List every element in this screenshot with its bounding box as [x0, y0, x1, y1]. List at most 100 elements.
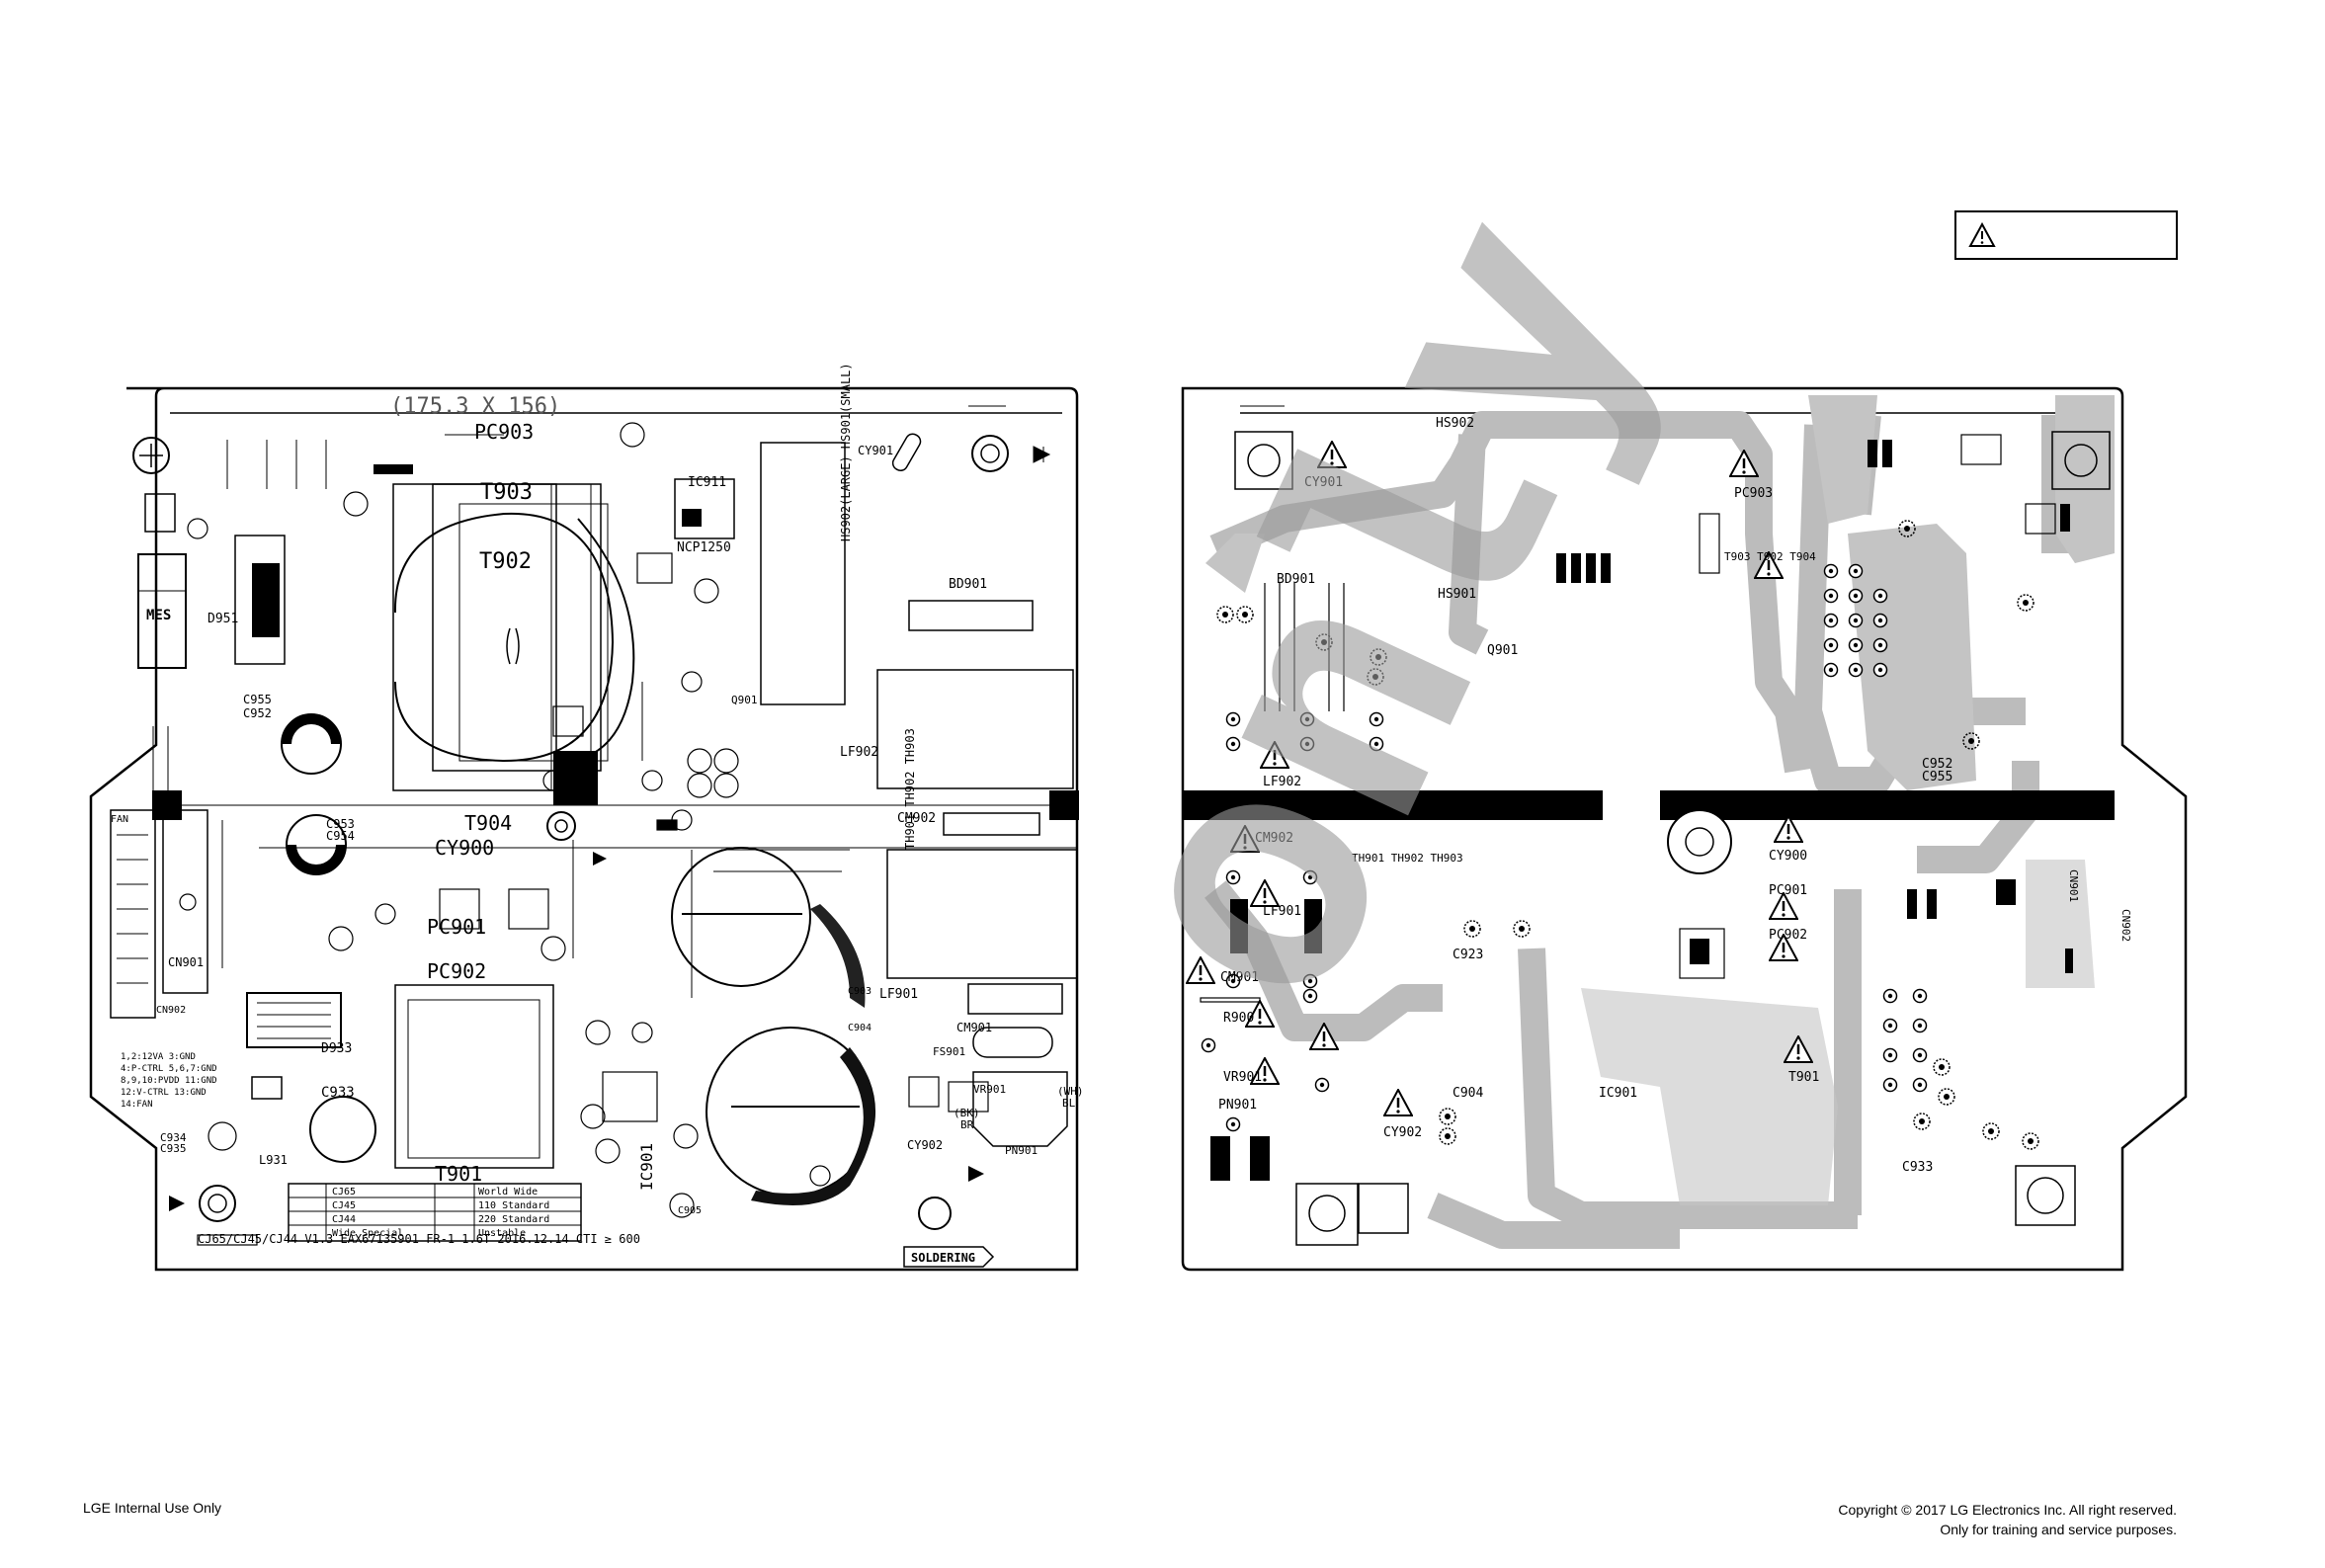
svg-text:PC902: PC902: [1769, 928, 1807, 943]
svg-text:T904: T904: [464, 811, 512, 835]
copper-pours: [1205, 395, 2115, 1205]
svg-text:D951: D951: [208, 612, 238, 626]
svg-text:C955: C955: [243, 693, 272, 706]
svg-text:8,9,10:PVDD 11:GND: 8,9,10:PVDD 11:GND: [121, 1076, 217, 1086]
svg-text:CN902: CN902: [2119, 909, 2132, 942]
model-cj65: CJ65: [332, 1187, 356, 1197]
svg-text:PN901: PN901: [1005, 1144, 1038, 1157]
svg-text:Wide Special: Wide Special: [332, 1228, 403, 1239]
board-footer: CJ65/CJ45/CJ44 V1.3 EAX67135901 FR-1 1.6…: [198, 1232, 640, 1246]
footer-copyright: Copyright © 2017 LG Electronics Inc. All…: [1838, 1500, 2177, 1539]
copyright-line: Copyright © 2017 LG Electronics Inc. All…: [1838, 1502, 2177, 1518]
svg-text:CY901: CY901: [1304, 475, 1343, 490]
svg-text:Q901: Q901: [731, 694, 758, 706]
mounting-pads: [1234, 431, 2111, 1246]
svg-text:CM902: CM902: [1255, 831, 1293, 846]
soldering-label: SOLDERING: [911, 1251, 975, 1265]
svg-text:BD901: BD901: [1277, 572, 1315, 587]
svg-text:CN902: CN902: [156, 1005, 186, 1016]
transformer-t902-t903: T903 T902: [374, 464, 635, 805]
svg-text:T901: T901: [435, 1162, 482, 1186]
svg-text:CY900: CY900: [435, 836, 494, 860]
svg-text:FS901: FS901: [933, 1045, 965, 1058]
svg-text:IC901: IC901: [1599, 1086, 1637, 1101]
svg-text:PC901: PC901: [427, 915, 486, 939]
transformer-t901: [394, 984, 554, 1169]
svg-text:L931: L931: [259, 1153, 288, 1167]
svg-text:CY901: CY901: [858, 444, 893, 457]
warning-box: [1954, 210, 2178, 260]
svg-text:NCP1250: NCP1250: [677, 540, 731, 555]
svg-text:CJ44: CJ44: [332, 1214, 356, 1225]
svg-text:CY900: CY900: [1769, 849, 1807, 864]
svg-text:C935: C935: [160, 1142, 187, 1155]
copper-traces: [1204, 411, 2069, 1249]
svg-text:LF901: LF901: [1263, 904, 1301, 919]
svg-text:IC901: IC901: [637, 1143, 656, 1191]
svg-text:14:FAN: 14:FAN: [121, 1100, 153, 1110]
svg-text:VR901: VR901: [973, 1083, 1006, 1096]
mounting-holes: [132, 435, 1051, 1230]
svg-text:C953: C953: [326, 817, 355, 831]
t902-label: T902: [479, 549, 532, 574]
svg-text:T903 T902 T904: T903 T902 T904: [1724, 550, 1816, 563]
svg-text:HS902: HS902: [1436, 416, 1474, 431]
svg-text:C954: C954: [326, 829, 355, 843]
line-filters: [760, 433, 1078, 1147]
svg-text:LF902: LF902: [840, 745, 878, 760]
heatsink-d933: [246, 992, 342, 1100]
svg-text:C903: C903: [848, 986, 872, 997]
footer-internal-use: LGE Internal Use Only: [83, 1500, 222, 1516]
svg-text:C934: C934: [160, 1131, 187, 1144]
svg-text:PC903: PC903: [474, 420, 534, 444]
svg-text:C923: C923: [1453, 948, 1483, 962]
svg-text:PC903: PC903: [1734, 486, 1773, 501]
svg-text:HS901: HS901: [1438, 587, 1476, 602]
svg-text:220 Standard: 220 Standard: [478, 1214, 549, 1225]
svg-text:FAN: FAN: [111, 814, 128, 825]
svg-text:LF901: LF901: [879, 987, 918, 1002]
svg-text:C952: C952: [243, 706, 272, 720]
svg-text:C952: C952: [1922, 757, 1952, 772]
warning-triangle-icon: [1968, 222, 1996, 247]
svg-text:CY902: CY902: [1383, 1125, 1422, 1140]
svg-text:(WH): (WH): [1057, 1085, 1084, 1098]
svg-text:12:V-CTRL 13:GND: 12:V-CTRL 13:GND: [121, 1088, 207, 1098]
svg-text:VR901: VR901: [1223, 1070, 1262, 1085]
svg-text:R900: R900: [1223, 1011, 1254, 1026]
svg-text:C955: C955: [1922, 770, 1952, 784]
svg-text:(BK): (BK): [954, 1107, 980, 1119]
svg-text:C933: C933: [1902, 1160, 1933, 1175]
svg-text:D933: D933: [321, 1041, 352, 1056]
svg-text:TH901 TH902 TH903: TH901 TH902 TH903: [903, 728, 917, 850]
connector-cn901: [110, 809, 208, 1019]
svg-text:CN901: CN901: [2067, 869, 2080, 902]
bulk-capacitors: [281, 713, 875, 1205]
t903-label: T903: [480, 480, 533, 505]
svg-text:T901: T901: [1788, 1070, 1819, 1085]
svg-text:Q901: Q901: [1487, 643, 1518, 658]
svg-text:1,2:12VA 3:GND: 1,2:12VA 3:GND: [121, 1052, 196, 1062]
svg-text:CY902: CY902: [907, 1138, 943, 1152]
bottom-board: HS902 HS901 PC903 BD901 LF902 LF901 CM90…: [1181, 386, 2188, 1272]
svg-text:HS902(LARGE) HS901(SMALL): HS902(LARGE) HS901(SMALL): [839, 363, 853, 541]
svg-text:CM902: CM902: [897, 811, 936, 826]
terminal-bars: [1210, 899, 1322, 1181]
svg-text:Unstable: Unstable: [478, 1228, 526, 1239]
svg-text:C905: C905: [678, 1205, 702, 1216]
svg-text:World Wide: World Wide: [478, 1187, 538, 1197]
pin-notes: 1,2:12VA 3:GND 4:P-CTRL 5,6,7:GND 8,9,10…: [121, 1052, 217, 1110]
svg-text:CM901: CM901: [1220, 970, 1259, 985]
svg-text:PC901: PC901: [1769, 883, 1807, 898]
svg-text:CJ45: CJ45: [332, 1200, 356, 1211]
svg-text:110 Standard: 110 Standard: [478, 1200, 549, 1211]
training-line: Only for training and service purposes.: [1940, 1522, 2177, 1537]
top-board: T903 T902 MES: [89, 363, 1084, 1272]
svg-text:IC911: IC911: [688, 475, 726, 490]
svg-text:BD901: BD901: [949, 577, 987, 592]
watermark: only: [1029, 160, 1725, 1058]
svg-text:BR: BR: [960, 1118, 974, 1131]
svg-text:BL: BL: [1062, 1097, 1076, 1110]
svg-text:PC902: PC902: [427, 959, 486, 983]
